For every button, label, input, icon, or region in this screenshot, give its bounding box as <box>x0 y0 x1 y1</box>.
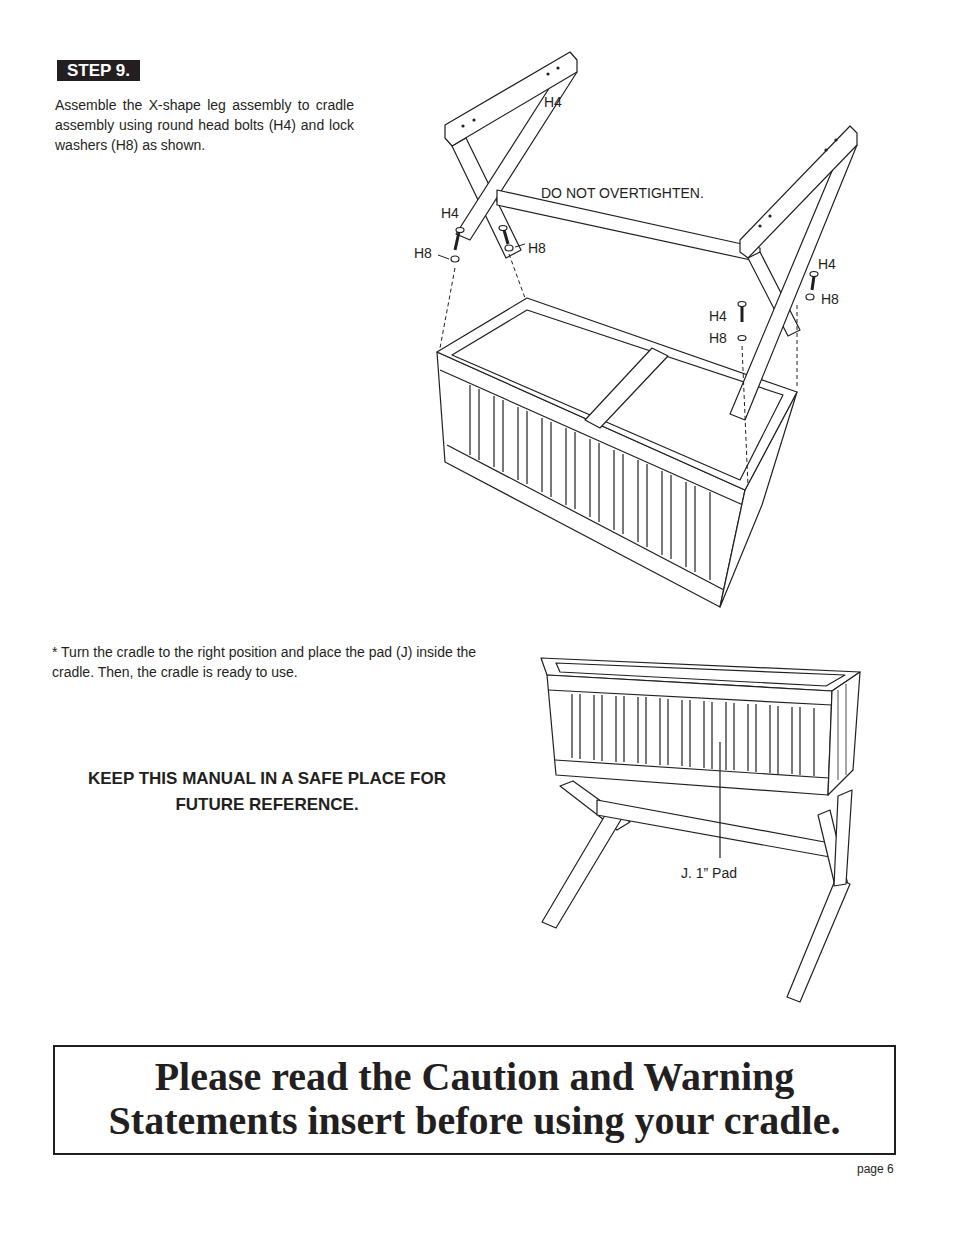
part-callout: H8 <box>528 240 546 257</box>
warning-note: DO NOT OVERTIGHTEN. <box>541 185 704 202</box>
part-callout: H4 <box>544 94 562 111</box>
cradle-rails <box>548 690 832 778</box>
leg-bar <box>787 878 850 1002</box>
part-callout: H4 <box>709 308 727 325</box>
cradle-end <box>828 672 860 795</box>
bolt-guide <box>440 254 797 486</box>
instruction-text: Assemble the X-shape leg assembly to cra… <box>55 95 354 155</box>
part-callout: H8 <box>414 245 432 262</box>
leg-bar <box>834 790 852 886</box>
cradle-end-slats <box>838 684 846 780</box>
part-callout: H4 <box>441 205 459 222</box>
leg-bar <box>730 140 857 420</box>
warning-box: Please read the Caution and Warning Stat… <box>53 1045 896 1155</box>
cradle-front <box>547 675 832 795</box>
leg-bar <box>445 52 577 146</box>
cradle-base-inner <box>452 310 783 480</box>
page-number: page 6 <box>857 1162 894 1177</box>
part-callout: J. 1” Pad <box>681 865 737 882</box>
part-callout: H8 <box>821 291 839 308</box>
cradle-divider <box>585 348 668 428</box>
node-text: Please read the Caution and Warning Stat… <box>69 1055 880 1143</box>
part-callout: H4 <box>818 256 836 273</box>
leg-beam <box>597 800 830 857</box>
bolt-washer <box>451 226 818 341</box>
cradle-slats <box>572 694 814 776</box>
step-badge: STEP 9. <box>57 60 140 81</box>
leg-bar <box>740 126 857 258</box>
instruction-text: * Turn the cradle to the right position … <box>52 642 492 682</box>
leg-bar <box>542 812 622 928</box>
part-callout: H8 <box>709 330 727 347</box>
leader-line <box>719 742 720 858</box>
notice-text: KEEP THIS MANUAL IN A SAFE PLACE FOR FUT… <box>62 766 472 818</box>
leader-line <box>438 244 525 259</box>
node-text: STEP 9. <box>67 60 130 81</box>
